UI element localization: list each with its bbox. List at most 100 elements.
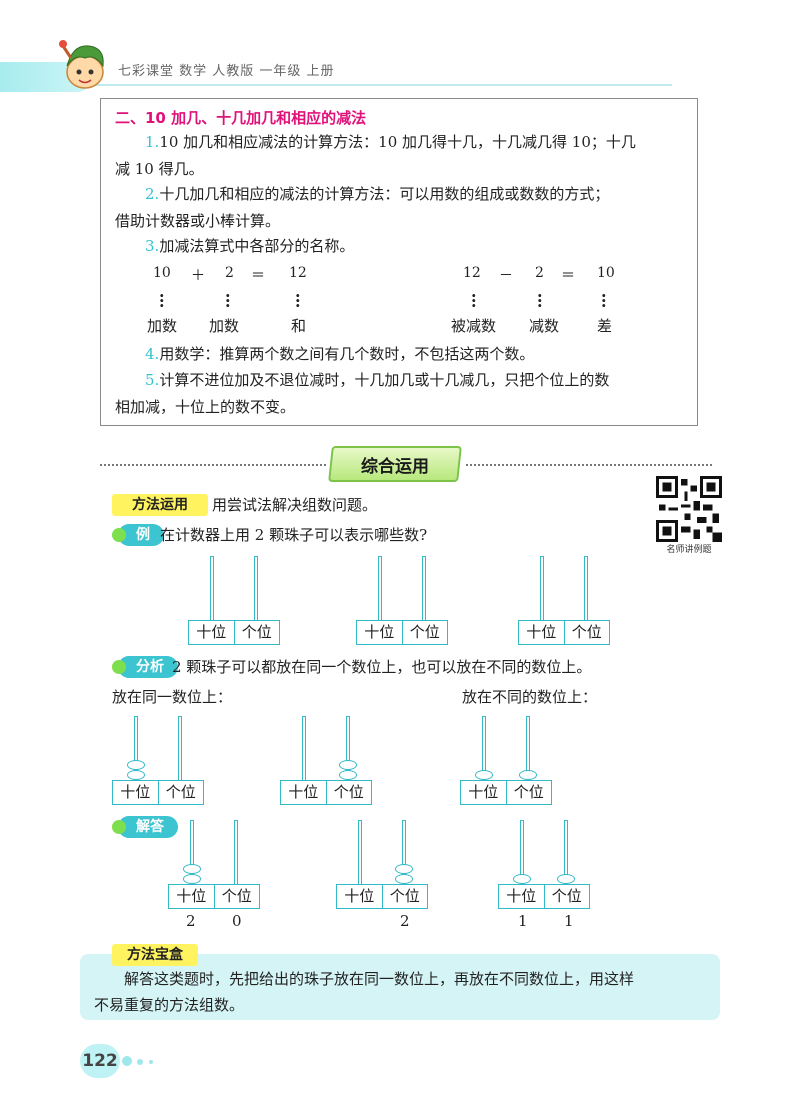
analysis-same-label: 放在同一数位上： — [112, 688, 233, 706]
point-text: 减 10 得几。 — [115, 160, 204, 178]
point-4: 4.用数学：推算两个数之间有几个数时，不包括这两个数。 — [115, 341, 687, 368]
tip-tag: 方法宝盒 — [112, 944, 198, 966]
point-number: 2. — [145, 185, 160, 203]
mascot-icon — [59, 40, 104, 89]
connector-dots: ··· — [601, 286, 607, 315]
sub-eq-op: － — [499, 268, 513, 284]
analysis-diff-label: 放在不同的数位上： — [462, 688, 598, 706]
connector-dots: ··· — [295, 286, 301, 315]
abacus-base: 十位个位 — [112, 780, 204, 805]
bead — [519, 770, 537, 780]
connector-dots: ··· — [537, 286, 543, 315]
bead — [127, 760, 145, 770]
point-text: 相加减，十位上的数不变。 — [115, 398, 296, 416]
connector-dots: ··· — [225, 286, 231, 315]
add-eq-term: 12 — [289, 265, 307, 281]
point-number: 3. — [145, 237, 160, 255]
abacus-empty-3: 十位个位 — [518, 556, 610, 646]
ones-label: 个位 — [505, 781, 552, 804]
point-text: 计算不进位加及不退位减时，十几加几或十几减几，只把个位上的数 — [159, 371, 610, 389]
bead — [557, 874, 575, 884]
header-text: 七彩课堂 数学 人教版 一年级 上册 — [118, 64, 335, 79]
abacus-base: 十位个位 — [336, 884, 428, 909]
point-number: 4. — [145, 345, 160, 363]
bead — [513, 874, 531, 884]
tens-label: 十位 — [506, 887, 537, 905]
term-name: 和 — [291, 317, 307, 335]
add-eq-op: ＝ — [251, 268, 265, 284]
qr-caption: 名师讲例题 — [666, 545, 712, 555]
abacus-rod — [378, 556, 382, 622]
point-5: 5.计算不进位加及不退位减时，十几加几或十几减几，只把个位上的数 相加减，十位上… — [115, 367, 687, 421]
ones-label: 个位 — [543, 885, 590, 908]
tip-line: 不易重复的方法组数。 — [94, 996, 245, 1014]
header-rule — [92, 84, 672, 86]
tens-label: 十位 — [120, 783, 151, 801]
answer-digit-tens: 1 — [518, 912, 528, 930]
tip-text: 解答这类题时，先把给出的珠子放在同一数位上，再放在不同数位上，用这样 不易重复的… — [94, 966, 708, 1018]
method-tag: 方法运用 — [112, 494, 208, 516]
abacus-base: 十位个位 — [498, 884, 590, 909]
sub-eq-term: 10 — [597, 265, 615, 281]
qr-code-icon[interactable] — [656, 476, 722, 542]
section-title: 综合运用 — [361, 457, 429, 477]
analysis-tag: 分析 — [112, 656, 178, 678]
bead — [183, 864, 201, 874]
section-divider-left — [100, 464, 326, 466]
tens-label: 十位 — [176, 887, 207, 905]
abacus-answer-11: 十位个位 — [498, 820, 590, 910]
point-number: 1. — [145, 133, 160, 151]
abacus-rod — [254, 556, 258, 622]
abacus-rod — [358, 820, 362, 886]
ones-label: 个位 — [563, 621, 610, 644]
add-eq-op: ＋ — [191, 268, 205, 284]
page-dot — [122, 1056, 132, 1066]
ones-label: 个位 — [381, 885, 428, 908]
page-dot — [137, 1059, 143, 1065]
ones-label: 个位 — [233, 621, 280, 644]
point-3: 3.加减法算式中各部分的名称。 — [115, 233, 687, 260]
point-text: 10 加几和相应减法的计算方法：10 加几得十几，十几减几得 10；十几 — [159, 133, 636, 151]
section-banner: 综合运用 — [328, 446, 462, 482]
term-name: 被减数 — [451, 317, 497, 335]
tens-label: 十位 — [468, 783, 499, 801]
example-tag: 例 — [112, 524, 164, 546]
analysis-text: 2 颗珠子可以都放在同一个数位上，也可以放在不同的数位上。 — [172, 658, 592, 676]
point-1: 1.10 加几和相应减法的计算方法：10 加几得十几，十几减几得 10；十几 减… — [115, 129, 687, 183]
abacus-rod — [584, 556, 588, 622]
abacus-rod — [210, 556, 214, 622]
bead — [183, 874, 201, 884]
answer-digit-ones: 2 — [400, 912, 410, 930]
term-name: 加数 — [147, 317, 178, 335]
bead — [395, 864, 413, 874]
ones-label: 个位 — [325, 781, 372, 804]
abacus-rod — [178, 716, 182, 782]
answer-digit-ones: 0 — [232, 912, 242, 930]
abacus-analysis-ones: 十位个位 — [280, 716, 372, 806]
section-divider-right — [466, 464, 712, 466]
abacus-rod — [234, 820, 238, 886]
abacus-analysis-split: 十位个位 — [460, 716, 552, 806]
abacus-rod — [302, 716, 306, 782]
ones-label: 个位 — [401, 621, 448, 644]
answer-tag: 解答 — [112, 816, 178, 838]
connector-dots: ··· — [471, 286, 477, 315]
add-eq-term: 2 — [225, 265, 234, 281]
tip-line: 解答这类题时，先把给出的珠子放在同一数位上，再放在不同数位上，用这样 — [124, 970, 635, 988]
point-text: 加减法算式中各部分的名称。 — [159, 237, 355, 255]
ones-label: 个位 — [213, 885, 260, 908]
point-number: 5. — [145, 371, 160, 389]
abacus-base: 十位个位 — [188, 620, 280, 645]
abacus-base: 十位个位 — [356, 620, 448, 645]
sub-eq-term: 2 — [535, 265, 544, 281]
abacus-rod — [540, 556, 544, 622]
abacus-rod — [422, 556, 426, 622]
point-text: 十几加几和相应的减法的计算方法：可以用数的组成或数数的方式； — [159, 185, 610, 203]
term-name: 加数 — [209, 317, 240, 335]
summary-title: 二、10 加几、十几加几和相应的减法 — [115, 109, 367, 127]
point-2: 2.十几加几和相应的减法的计算方法：可以用数的组成或数数的方式； 借助计数器或小… — [115, 181, 687, 235]
abacus-answer-2: 十位个位 — [336, 820, 428, 910]
abacus-empty-1: 十位个位 — [188, 556, 280, 646]
example-text: 在计数器上用 2 颗珠子可以表示哪些数? — [160, 526, 428, 544]
connector-dots: ··· — [159, 286, 165, 315]
